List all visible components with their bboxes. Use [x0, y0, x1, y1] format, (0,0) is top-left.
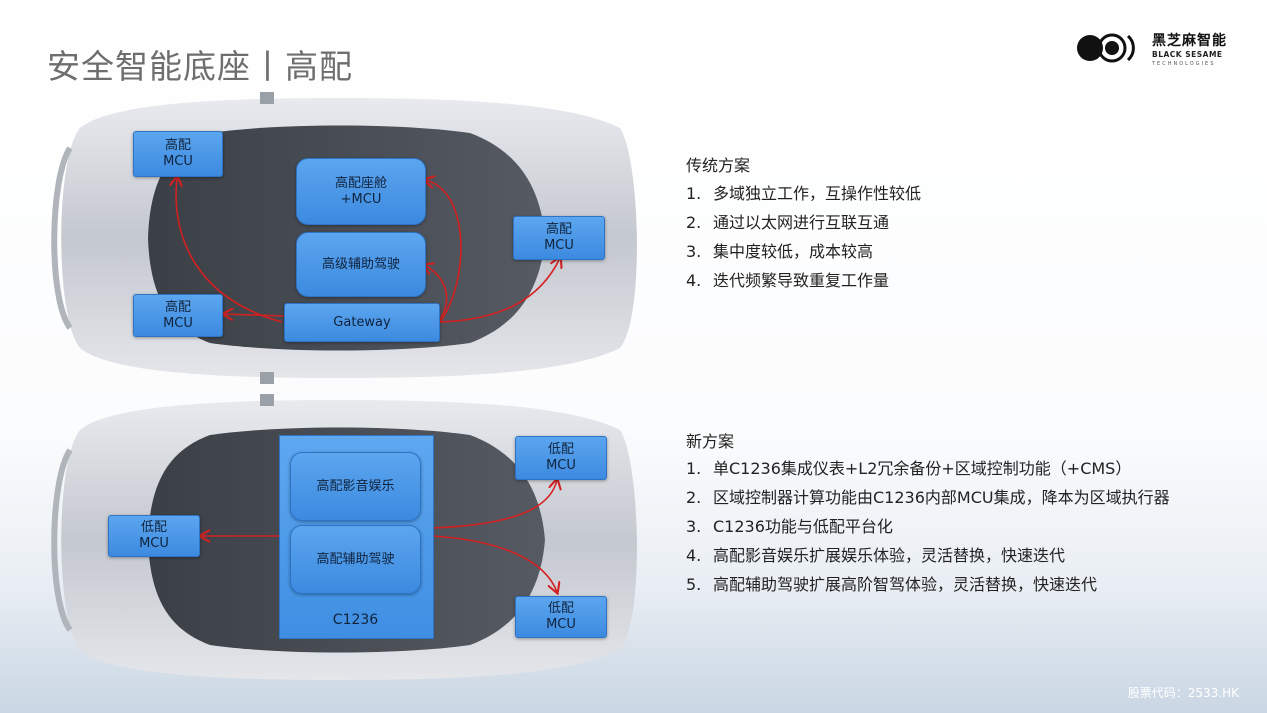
mcu-bottom-left-box: 高配 MCU [133, 294, 223, 337]
arrow-gateway-to-mcu-top-left [176, 177, 283, 323]
company-logo: 黑芝麻智能 BLACK SESAME TECHNOLOGIES [1072, 28, 1242, 73]
mcu-top-left-box: 高配 MCU [133, 131, 223, 177]
arrow-c1236-to-mcu-right-bottom [431, 535, 557, 592]
mcu-right-box: 高配 MCU [513, 216, 605, 260]
list-item: 3.C1236功能与低配平台化 [686, 517, 893, 536]
logo-mark-icon [1077, 33, 1135, 63]
new-scheme-title: 新方案 [686, 432, 735, 451]
logo-cn-text: 黑芝麻智能 [1152, 33, 1227, 49]
gateway-box: Gateway [284, 303, 440, 342]
page-title: 安全智能底座丨高配 [47, 47, 353, 86]
mcu-low-right-top-box: 低配 MCU [515, 436, 607, 480]
list-item: 1.多域独立工作，互操作性较低 [686, 184, 922, 203]
list-item: 3.集中度较低，成本较高 [686, 242, 874, 261]
arrow-c1236-to-mcu-right-top [431, 480, 557, 529]
new-scheme-list: 1.单C1236集成仪表+L2冗余备份+区域控制功能（+CMS） 2.区域控制器… [686, 459, 1206, 604]
list-item: 4.迭代频繁导致重复工作量 [686, 271, 890, 290]
logo-en-text: BLACK SESAME [1152, 50, 1223, 59]
arrow-gateway-to-adas [424, 265, 448, 323]
logo-en-sub-text: TECHNOLOGIES [1152, 61, 1216, 67]
arrow-gateway-to-cockpit [425, 180, 462, 323]
c1236-label: C1236 [332, 612, 379, 628]
adas-box: 高级辅助驾驶 [296, 232, 426, 297]
arrow-gateway-to-mcu-bottom-left [224, 314, 285, 316]
arrow-gateway-to-mcu-right [439, 258, 560, 323]
stock-code: 股票代码：2533.HK [1127, 686, 1239, 700]
list-item: 4.高配影音娱乐扩展娱乐体验，灵活替换，快速迭代 [686, 546, 1066, 565]
list-item: 1.单C1236集成仪表+L2冗余备份+区域控制功能（+CMS） [686, 459, 1132, 478]
list-item: 5.高配辅助驾驶扩展高阶智驾体验，灵活替换，快速迭代 [686, 575, 1098, 594]
traditional-title: 传统方案 [686, 156, 751, 175]
mcu-low-left-box: 低配 MCU [108, 515, 200, 557]
adas-high-box: 高配辅助驾驶 [290, 525, 421, 594]
mcu-low-right-bottom-box: 低配 MCU [515, 596, 607, 638]
traditional-list: 1.多域独立工作，互操作性较低 2.通过以太网进行互联互通 3.集中度较低，成本… [686, 184, 1226, 300]
cockpit-mcu-box: 高配座舱 +MCU [296, 158, 426, 225]
list-item: 2.区域控制器计算功能由C1236内部MCU集成，降本为区域执行器 [686, 488, 1170, 507]
infotainment-box: 高配影音娱乐 [290, 452, 421, 521]
list-item: 2.通过以太网进行互联互通 [686, 213, 890, 232]
